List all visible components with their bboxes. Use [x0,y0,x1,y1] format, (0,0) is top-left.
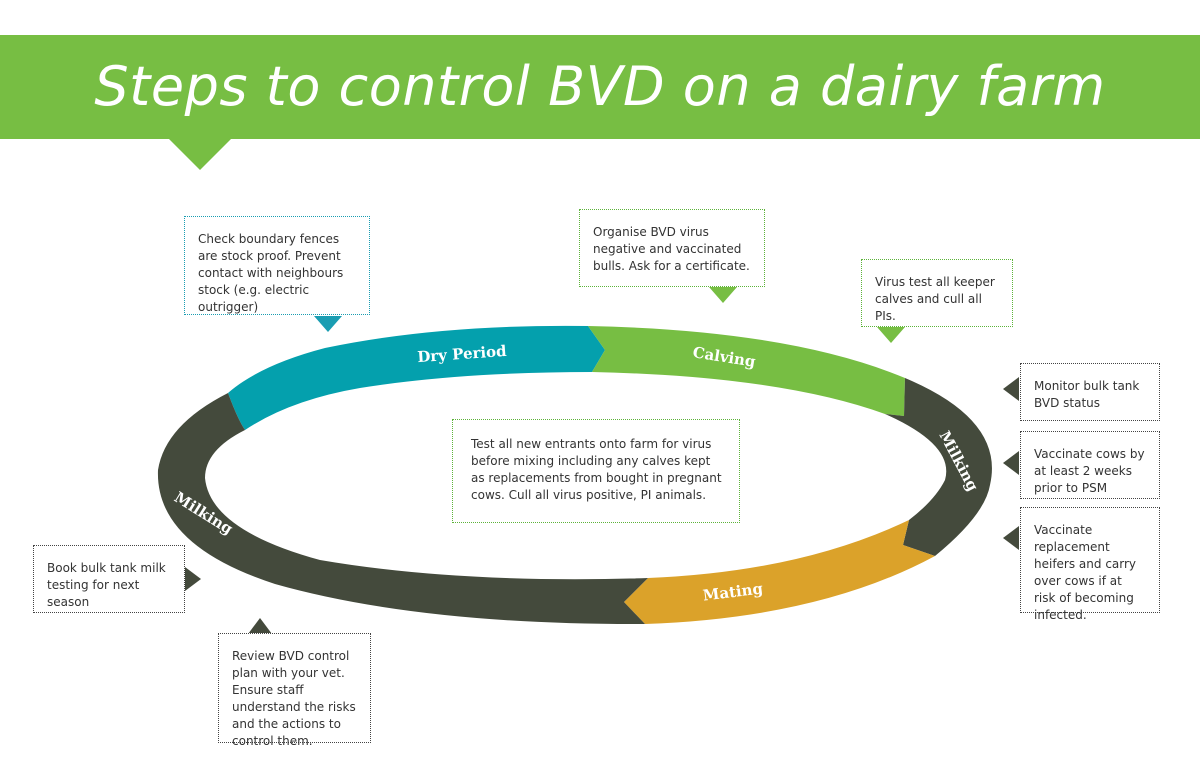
page-title: Steps to control BVD on a dairy farm [94,55,1106,118]
pointer-vaccinate-heifers [1003,526,1019,550]
pointer-bulk-milk-testing [185,567,201,591]
note-boundary-fences: Check boundary fences are stock proof. P… [184,216,370,315]
segment-calving [588,326,905,416]
segment-mating [624,520,935,624]
title-banner: Steps to control BVD on a dairy farm [0,35,1200,139]
pointer-boundary [314,316,342,332]
segment-milking-left [157,393,648,625]
note-bulk-milk-testing: Book bulk tank milk testing for next sea… [33,545,185,613]
pointer-keeper-calves [877,327,905,343]
note-review-plan: Review BVD control plan with your vet. E… [218,633,371,748]
note-keeper-calves: Virus test all keeper calves and cull al… [861,259,1013,327]
pointer-vaccinate-cows [1003,451,1019,475]
banner-pointer [168,138,232,170]
segment-milking-right [885,378,992,556]
pointer-review-plan [248,618,272,634]
note-new-entrants: Test all new entrants onto farm for viru… [452,419,740,523]
note-bulk-tank-status: Monitor bulk tank BVD status [1020,363,1160,421]
pointer-bulls [709,287,737,303]
note-bulls: Organise BVD virus negative and vaccinat… [579,209,765,287]
segment-dry-period [228,325,605,430]
note-vaccinate-cows: Vaccinate cows by at least 2 weeks prior… [1020,431,1160,499]
pointer-bulk-tank-status [1003,377,1019,401]
note-vaccinate-heifers: Vaccinate replacement heifers and carry … [1020,507,1160,622]
